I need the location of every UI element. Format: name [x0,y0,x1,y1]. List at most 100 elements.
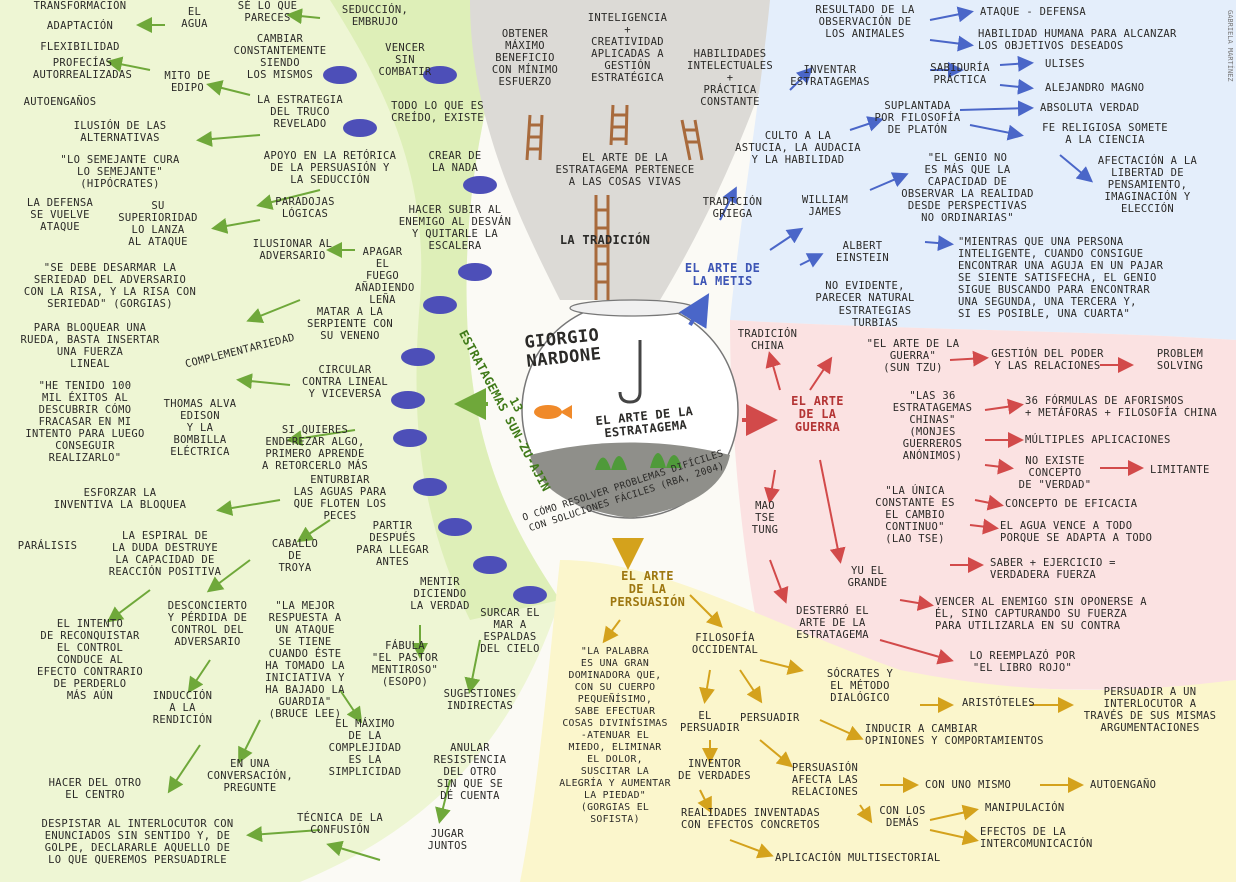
sunzu-item: ANULAR RESISTENCIA DEL OTRO SIN QUE SE D… [433,742,507,802]
grey-region [470,0,790,300]
guerra-item: SABER + EJERCICIO = VERDADERA FUERZA [990,557,1116,581]
sunzu-item: SI QUIERES ENDEREZAR ALGO, PRIMERO APREN… [262,424,368,472]
yellow-arrows [602,594,1084,859]
persuasion-item: PERSUADIR A UN INTERLOCUTOR A TRAVÉS DE … [1083,686,1217,734]
sunzu-item: CAMBIAR CONSTANTEMENTE SIENDO LOS MISMOS [233,33,327,81]
sunzu-item: TÉCNICA DE LA CONFUSIÓN [296,812,384,836]
metis-item: SUPLANTADA POR FILOSOFÍA DE PLATÓN [874,100,961,136]
sunzu-item: ILUSIONAR AL ADVERSARIO [252,238,333,262]
persuasion-item: CON LOS DEMÁS [879,805,926,829]
sunzu-item: "HE TENIDO 100 MIL ÉXITOS AL DESCUBRIR C… [25,380,145,464]
persuasion-item: EFECTOS DE LA INTERCOMUNICACIÓN [980,826,1093,850]
arrow-to-metis [678,293,710,329]
red-arrows [764,350,1144,665]
sunzu-item: JUGAR JUNTOS [427,828,468,852]
persuasion-item: PERSUASIÓN AFECTA LAS RELACIONES [791,762,859,798]
sunzu-item: VENCER SIN COMBATIR [378,42,432,78]
sunzu-item: LA ESTRATEGIA DEL TRUCO REVELADO [256,94,344,130]
metis-item: HABILIDAD HUMANA PARA ALCANZAR LOS OBJET… [978,28,1177,52]
sunzu-item: INDUCCIÓN A LA RENDICIÓN [152,690,213,726]
sunzu-item: EL AGUA [181,6,208,30]
persuasion-item: REALIDADES INVENTADAS CON EFECTOS CONCRE… [680,807,821,831]
metis-heading: EL ARTE DE LA METIS [684,261,761,288]
persuasion-item: PERSUADIR [740,712,800,724]
guerra-item: MAO TSE TUNG [751,500,779,536]
seaweed [595,453,682,470]
sunzu-item: ADAPTACIÓN [46,20,114,32]
blue-region [730,0,1236,340]
sunzu-item: SU SUPERIORIDAD LO LANZA AL ATAQUE [118,200,198,248]
guerra-item: TRADICIÓN CHINA [737,328,798,352]
sunzu-item: LA DEFENSA SE VUELVE ATAQUE [26,197,94,233]
sunzu-item: ILUSIÓN DE LAS ALTERNATIVAS [73,120,167,144]
metis-item: NO EVIDENTE, PARECER NATURAL [815,280,915,304]
guerra-item: "EL ARTE DE LA GUERRA" (SUN TZU) [866,338,960,374]
blue-fish-group [323,66,547,604]
metis-item: INVENTAR ESTRATAGEMAS [790,64,870,88]
sunzu-item: EL MÁXIMO DE LA COMPLEJIDAD ES LA SIMPLI… [328,718,402,778]
sunzu-item: APOYO EN LA RETÓRICA DE LA PERSUASIÓN Y … [263,150,397,186]
sunzu-item: "SE DEBE DESARMAR LA SERIEDAD DEL ADVERS… [23,262,197,310]
persuasion-heading: EL ARTE DE LA PERSUASIÓN [609,569,686,609]
metis-item: AFECTACIÓN A LA LIBERTAD DE PENSAMIENTO,… [1097,155,1198,215]
tradition-item-4: EL ARTE DE LA ESTRATAGEMA PERTENECE A LA… [555,152,695,188]
guerra-item: "LA ÚNICA CONSTANTE ES EL CAMBIO CONTINU… [875,485,955,545]
ladders [525,104,704,300]
guerra-item: LO REEMPLAZÓ POR "EL LIBRO ROJO" [969,650,1076,674]
persuasion-item: EL PERSUADIR [680,710,740,734]
persuasion-item: INDUCIR A CAMBIAR OPINIONES Y COMPORTAMI… [865,723,1044,747]
sunzu-item: CIRCULAR CONTRA LINEAL Y VICEVERSA [301,364,389,400]
persuasion-item: "LA PALABRA ES UNA GRAN DOMINADORA QUE, … [559,646,671,825]
metis-item: CULTO A LA ASTUCIA, LA AUDACIA Y LA HABI… [735,130,861,166]
guerra-item: CONCEPTO DE EFICACIA [1005,498,1138,510]
green-arrows [106,8,481,861]
sunzu-item: SEDUCCIÓN, EMBRUJO [341,4,409,28]
sunzu-item: EN UNA CONVERSACIÓN, PREGUNTE [206,758,294,794]
persuasion-item: SÓCRATES Y EL MÉTODO DIALÓGICO [826,668,894,704]
persuasion-item: INVENTOR DE VERDADES [678,758,751,782]
metis-item: ABSOLUTA VERDAD [1040,102,1140,114]
guerra-item: VENCER AL ENEMIGO SIN OPONERSE A ÉL, SIN… [935,596,1147,632]
red-region [730,320,1236,690]
guerra-item: MÚLTIPLES APLICACIONES [1025,434,1171,446]
sunzu-item: FÁBULA "EL PASTOR MENTIROSO" (ESOPO) [371,640,439,688]
tradition-item-2: INTELIGENCIA + CREATIVIDAD APLICADAS A G… [587,12,668,84]
guerra-item: GESTIÓN DEL PODER Y LAS RELACIONES [991,348,1104,372]
blue-arrows [719,6,1094,268]
guerra-item: EL AGUA VENCE A TODO PORQUE SE ADAPTA A … [1000,520,1153,544]
sunzu-item: PROFECÍAS AUTORREALIZADAS [32,57,133,81]
sunzu-item: FLEXIBILIDAD [40,41,120,53]
persuasion-item: FILOSOFÍA OCCIDENTAL [691,632,759,656]
sunzu-item: MATAR A LA SERPIENTE CON SU VENENO [306,306,394,342]
sunzu-item: PARTIR DESPUÉS PARA LLEGAR ANTES [356,520,429,568]
sunzu-item: TODO LO QUE ES CREÍDO, EXISTE [391,100,484,124]
sunzu-item: ENTURBIAR LAS AGUAS PARA QUE FLOTEN LOS … [293,474,387,522]
guerra-item: LIMITANTE [1150,464,1210,476]
persuasion-item: MANIPULACIÓN [985,802,1065,814]
tradition-heading: LA TRADICIÓN [559,233,651,247]
sunzu-item: SURCAR EL MAR A ESPALDAS DEL CIELO [480,607,540,655]
guerra-item: 36 FÓRMULAS DE AFORISMOS + METÁFORAS + F… [1025,395,1218,419]
metis-item: SABIDURÍA PRÁCTICA [930,62,990,86]
sunzu-item: CREAR DE LA NADA [428,150,482,174]
sunzu-item: HACER SUBIR AL ENEMIGO AL DESVÁN Y QUITA… [398,204,512,252]
sunzu-item: HACER DEL OTRO EL CENTRO [48,777,142,801]
guerra-item: YU EL GRANDE [847,565,888,589]
guerra-heading: EL ARTE DE LA GUERRA [791,394,844,434]
metis-item: ATAQUE - DEFENSA [980,6,1086,18]
tradition-item-3: HABILIDADES INTELECTUALES + PRÁCTICA CON… [686,48,774,108]
sunzu-item: LA ESPIRAL DE LA DUDA DESTRUYE LA CAPACI… [108,530,222,578]
sunzu-item: SÉ LO QUE PARECES [237,0,298,24]
metis-item: "MIENTRAS QUE UNA PERSONA INTELIGENTE, C… [958,236,1164,320]
sunzu-item: APAGAR EL FUEGO AÑADIENDO LEÑA [355,246,415,306]
guerra-item: "LAS 36 ESTRATAGEMAS CHINAS" (MONJES GUE… [892,390,973,462]
metis-item: RESULTADO DE LA OBSERVACIÓN DE LOS ANIMA… [815,4,915,40]
sunzu-item: PARA BLOQUEAR UNA RUEDA, BASTA INSERTAR … [20,322,160,370]
sunzu-item: DESPISTAR AL INTERLOCUTOR CON ENUNCIADOS… [41,818,234,866]
persuasion-item: APLICACIÓN MULTISECTORIAL [775,852,941,864]
bowl-gravel [530,442,730,518]
guerra-item: PROBLEM SOLVING [1156,348,1204,372]
orange-fish [534,405,562,419]
